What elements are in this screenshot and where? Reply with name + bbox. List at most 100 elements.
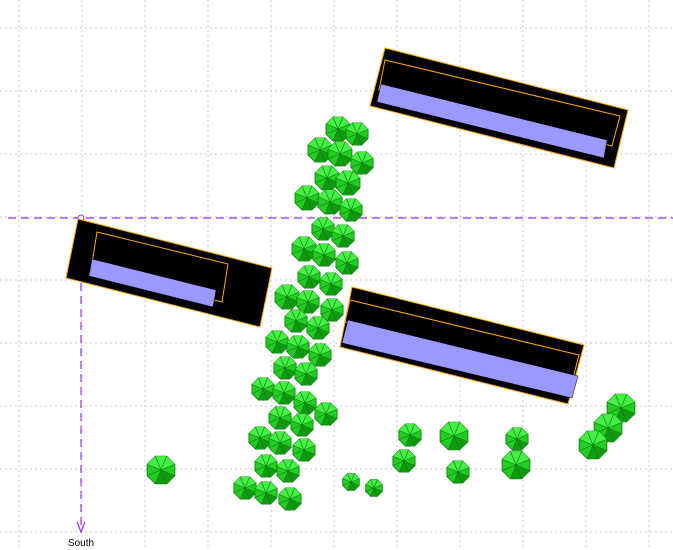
- tree-facet-dark: [297, 425, 307, 437]
- building-footprint[interactable]: [65, 218, 273, 328]
- tree-canopy[interactable]: [293, 391, 317, 415]
- tree-canopy[interactable]: [308, 343, 332, 367]
- tree-facet-light: [147, 456, 161, 470]
- building-center-right[interactable]: [339, 286, 585, 405]
- tree-ridge: [283, 470, 289, 483]
- tree-ridge: [345, 133, 358, 139]
- tree-facet-dark: [266, 493, 278, 505]
- tree-canopy[interactable]: [345, 122, 369, 146]
- tree-facet-dark: [346, 210, 356, 222]
- tree-canopy[interactable]: [286, 335, 310, 359]
- tree-facet-light: [276, 459, 288, 471]
- tree-canopy[interactable]: [392, 449, 416, 473]
- solar-panel[interactable]: [88, 258, 217, 308]
- tree-canopy[interactable]: [325, 116, 351, 142]
- tree-ridge: [297, 346, 310, 352]
- tree-canopy[interactable]: [312, 243, 336, 267]
- tree-canopy[interactable]: [297, 265, 321, 289]
- tree-facet-light: [339, 198, 351, 210]
- tree-canopy[interactable]: [501, 450, 531, 480]
- tree-canopy[interactable]: [276, 459, 300, 483]
- tree-ridge: [285, 498, 291, 511]
- tree-ridge: [311, 224, 324, 230]
- tree-canopy[interactable]: [365, 479, 383, 497]
- tree-facet-dark: [593, 445, 607, 459]
- tree-canopy[interactable]: [335, 170, 361, 196]
- tree-canopy[interactable]: [319, 272, 343, 296]
- tree-facet-dark: [301, 374, 311, 386]
- tree-canopy[interactable]: [398, 423, 422, 447]
- tree-canopy[interactable]: [311, 217, 335, 241]
- tree-canopy[interactable]: [284, 309, 308, 333]
- tree-canopy[interactable]: [278, 487, 302, 511]
- tree-facet-dark: [348, 183, 360, 195]
- tree-canopy[interactable]: [296, 290, 320, 314]
- tree-canopy[interactable]: [331, 224, 355, 248]
- tree-ridge: [297, 342, 310, 348]
- tree-canopy[interactable]: [248, 426, 272, 450]
- tree-ridge: [332, 128, 339, 142]
- tree-canopy[interactable]: [273, 356, 297, 380]
- tree-canopy[interactable]: [265, 330, 289, 354]
- tree-canopy[interactable]: [290, 413, 314, 437]
- tree-facet-light: [517, 427, 529, 439]
- tree-canopy[interactable]: [339, 198, 363, 222]
- tree-canopy[interactable]: [306, 316, 330, 340]
- tree-ridge: [287, 470, 293, 483]
- tree-canopy[interactable]: [294, 185, 320, 211]
- tree-canopy[interactable]: [272, 381, 296, 405]
- tree-canopy[interactable]: [254, 481, 278, 505]
- tree-ridge: [315, 354, 321, 367]
- tree-facet-dark: [299, 249, 309, 261]
- tree-ridge: [301, 420, 314, 426]
- tree-facet-light: [245, 476, 257, 488]
- tree-canopy[interactable]: [317, 189, 343, 215]
- tree-canopy[interactable]: [342, 473, 360, 491]
- tree-canopy[interactable]: [268, 431, 292, 455]
- tree-canopy[interactable]: [268, 406, 292, 430]
- tree-canopy[interactable]: [146, 455, 176, 485]
- tree-canopy[interactable]: [291, 236, 317, 262]
- tree-canopy[interactable]: [335, 251, 359, 275]
- tree-ridge: [403, 460, 409, 473]
- tree-facet-light: [307, 186, 319, 198]
- tree-facet-light: [290, 413, 302, 425]
- tree-canopy[interactable]: [350, 151, 374, 175]
- tree-canopy[interactable]: [274, 284, 300, 310]
- tree-facet-light: [405, 423, 415, 435]
- solar-panel[interactable]: [376, 83, 608, 159]
- tree-ridge: [301, 424, 314, 430]
- tree-canopy[interactable]: [314, 402, 338, 426]
- tree-ridge: [322, 228, 328, 241]
- tree-facet-light: [278, 487, 290, 499]
- tree-canopy[interactable]: [307, 137, 333, 163]
- tree-canopy[interactable]: [505, 427, 529, 451]
- tree-facet-light: [340, 142, 352, 154]
- tree-canopy[interactable]: [294, 362, 318, 386]
- tree-canopy[interactable]: [292, 438, 316, 462]
- tree-canopy[interactable]: [233, 476, 257, 500]
- tree-ridge: [361, 151, 367, 164]
- tree-ridge: [240, 487, 246, 500]
- tree-canopy[interactable]: [327, 141, 353, 167]
- solar-panel[interactable]: [341, 319, 579, 399]
- tree-ridge: [342, 251, 348, 264]
- tree-facet-dark: [288, 471, 300, 483]
- tree-facet-dark: [293, 347, 303, 359]
- tree-canopy[interactable]: [254, 454, 278, 478]
- tree-facet-dark: [516, 465, 530, 479]
- tree-canopy[interactable]: [439, 421, 469, 451]
- tree-ridge: [280, 356, 286, 369]
- tree-canopy[interactable]: [578, 430, 608, 460]
- tree-ridge: [314, 137, 321, 151]
- building-top-right[interactable]: [369, 47, 629, 169]
- tree-canopy[interactable]: [320, 298, 344, 322]
- tree-canopy[interactable]: [314, 165, 340, 191]
- tree-ridge: [326, 172, 340, 179]
- building-left[interactable]: [65, 218, 273, 328]
- tree-ridge: [283, 388, 296, 394]
- tree-canopy[interactable]: [251, 377, 275, 401]
- tree-ridge: [289, 498, 295, 511]
- tree-canopy[interactable]: [446, 460, 470, 484]
